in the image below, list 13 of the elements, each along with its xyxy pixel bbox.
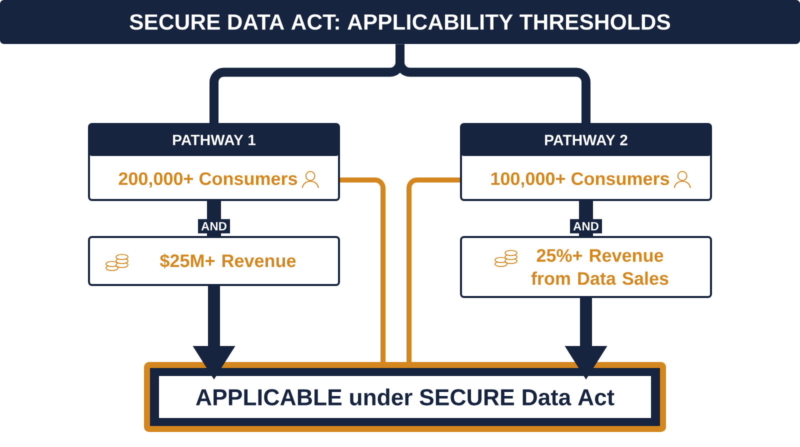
connector — [396, 44, 590, 123]
result-box: APPLICABLE under SECURE Data Act — [144, 362, 666, 432]
condition-box: $25M+ Revenue — [88, 236, 340, 286]
connector — [340, 178, 386, 362]
edge-label: AND — [198, 219, 230, 234]
edge-label: AND — [570, 219, 602, 234]
connector — [406, 178, 460, 362]
pathway-box: PATHWAY 2 100,000+ Consumers — [460, 123, 712, 201]
pathway-box: PATHWAY 1 200,000+ Consumers — [88, 123, 340, 201]
condition-box: 25%+ Revenue from Data Sales — [460, 236, 712, 298]
title-banner: SECURE DATA ACT: APPLICABILITY THRESHOLDS — [0, 0, 800, 44]
connector — [207, 201, 221, 236]
connector — [579, 201, 593, 236]
